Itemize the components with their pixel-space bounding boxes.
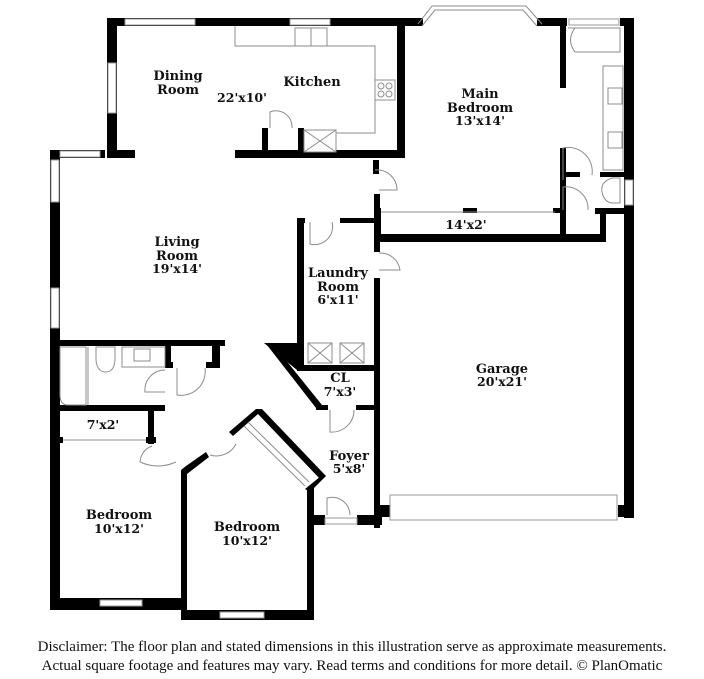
label-dining-room-2: Room xyxy=(157,83,199,98)
walls xyxy=(50,18,634,620)
dim-main-bedroom: 13'x14' xyxy=(455,113,505,128)
windows xyxy=(50,5,634,619)
dim-living-room: 19'x14' xyxy=(152,261,202,276)
label-foyer: Foyer xyxy=(329,449,369,464)
doors xyxy=(139,110,593,516)
label-living-room: Living xyxy=(154,235,199,250)
label-living-room-2: Room xyxy=(156,249,198,264)
room-labels: Dining Room Kitchen 22'x10' Main Bedroom… xyxy=(86,69,528,548)
disclaimer: Disclaimer: The floor plan and stated di… xyxy=(0,638,704,676)
dim-main-closet: 14'x2' xyxy=(445,217,486,232)
disclaimer-line-2: Actual square footage and features may v… xyxy=(41,658,663,674)
label-main-bedroom-2: Bedroom xyxy=(447,101,514,116)
label-bedroom-2: Bedroom xyxy=(214,520,281,535)
label-laundry-room: Laundry xyxy=(308,266,368,281)
dim-hall-closet: 7'x2' xyxy=(87,417,120,432)
dim-kitchen: 22'x10' xyxy=(217,90,267,105)
dim-foyer: 5'x8' xyxy=(333,461,366,476)
label-closet: CL xyxy=(330,371,350,386)
dim-bedroom-2: 10'x12' xyxy=(222,533,272,548)
floor-plan: Dining Room Kitchen 22'x10' Main Bedroom… xyxy=(50,5,634,620)
dim-closet: 7'x3' xyxy=(324,384,357,399)
label-dining-room: Dining xyxy=(153,69,202,84)
disclaimer-line-1: Disclaimer: The floor plan and stated di… xyxy=(37,639,667,655)
dim-laundry-room: 6'x11' xyxy=(317,292,358,307)
label-kitchen: Kitchen xyxy=(283,75,341,90)
label-bedroom-1: Bedroom xyxy=(86,508,153,523)
label-garage: Garage xyxy=(476,362,528,377)
label-main-bedroom: Main xyxy=(461,87,499,102)
dim-bedroom-1: 10'x12' xyxy=(94,521,144,536)
dim-garage: 20'x21' xyxy=(477,374,527,389)
label-laundry-room-2: Room xyxy=(317,280,359,295)
fixtures xyxy=(59,26,624,487)
